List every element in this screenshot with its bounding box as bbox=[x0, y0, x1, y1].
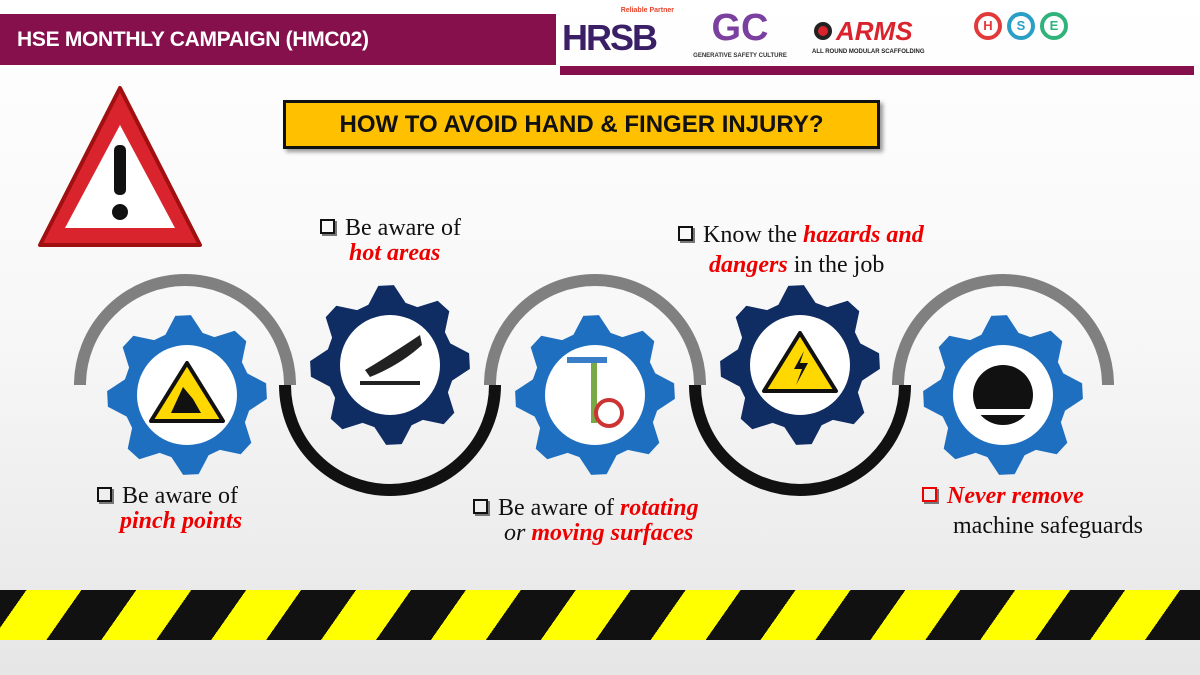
black-arc bbox=[689, 384, 911, 496]
pinch-point-warning-icon bbox=[149, 361, 225, 423]
checkbox-icon bbox=[678, 226, 693, 241]
tip-emphasis: dangers bbox=[709, 252, 788, 278]
scaffold-wheel-icon bbox=[814, 22, 832, 40]
campaign-header: HSE MONTHLY CAMPAIGN (HMC02) bbox=[0, 14, 556, 65]
tip-text: in the job bbox=[793, 252, 885, 278]
arms-logo: ARMS ALL ROUND MODULAR SCAFFOLDING bbox=[812, 16, 952, 56]
tip-hot-areas: Be aware of hot areas bbox=[320, 216, 461, 266]
tip-emphasis: Never remove bbox=[947, 483, 1084, 509]
tip-text: Be aware of bbox=[498, 495, 614, 521]
gsc-wordmark: GC bbox=[711, 7, 769, 49]
black-arc bbox=[279, 384, 501, 496]
tip-rotating-surfaces: Be aware of rotating or moving surfaces bbox=[473, 496, 699, 546]
gray-arc bbox=[74, 274, 296, 386]
gray-arc bbox=[892, 274, 1114, 386]
tip-text: or bbox=[504, 520, 526, 546]
hrsb-wordmark: HRSB bbox=[562, 17, 658, 58]
gear-4 bbox=[720, 285, 880, 445]
tip-text: Be aware of bbox=[122, 483, 238, 509]
checkbox-icon bbox=[922, 487, 937, 502]
hse-badge-h: H bbox=[974, 12, 1002, 40]
saw-guard-icon bbox=[969, 365, 1037, 425]
tip-safeguards: Never remove machine safeguards bbox=[922, 481, 1143, 541]
gsc-logo: GC GENERATIVE SAFETY CULTURE bbox=[690, 6, 790, 60]
hse-badge-s: S bbox=[1007, 12, 1035, 40]
rotating-gears-icon bbox=[567, 357, 624, 428]
tip-hazards: Know the hazards and dangers in the job bbox=[678, 220, 924, 280]
tip-pinch-points: Be aware of pinch points bbox=[97, 484, 242, 534]
tip-emphasis: moving surfaces bbox=[531, 520, 694, 546]
tip-emphasis: hot areas bbox=[349, 240, 441, 266]
hot-surface-hand-icon bbox=[360, 335, 422, 385]
checkbox-icon bbox=[97, 487, 112, 502]
tip-emphasis: hazards and bbox=[802, 222, 924, 248]
gray-arc bbox=[484, 274, 706, 386]
checkbox-icon bbox=[473, 499, 488, 514]
header-bar bbox=[560, 66, 1194, 75]
electrical-hazard-icon bbox=[762, 331, 838, 393]
gear-2 bbox=[310, 285, 470, 445]
hrsb-tagline: Reliable Partner bbox=[620, 7, 674, 14]
hse-logo: H S E bbox=[972, 8, 1072, 63]
tip-emphasis: pinch points bbox=[120, 508, 243, 534]
tip-emphasis: rotating bbox=[619, 495, 699, 521]
hrsb-logo: Reliable Partner HRSB bbox=[562, 6, 674, 59]
gsc-tagline: GENERATIVE SAFETY CULTURE bbox=[693, 53, 787, 59]
tip-text: machine safeguards bbox=[953, 513, 1143, 539]
tip-text: Be aware of bbox=[345, 215, 461, 241]
checkbox-icon bbox=[320, 219, 335, 234]
gear-3 bbox=[515, 315, 675, 475]
gear-1 bbox=[107, 315, 267, 475]
hse-badge-e: E bbox=[1040, 12, 1068, 40]
gear-5 bbox=[923, 315, 1083, 475]
arms-tagline: ALL ROUND MODULAR SCAFFOLDING bbox=[812, 49, 925, 55]
page-title: HOW TO AVOID HAND & FINGER INJURY? bbox=[283, 100, 880, 149]
hazard-stripe-band bbox=[0, 590, 1200, 640]
tip-text: Know the bbox=[703, 222, 797, 248]
arms-wordmark: ARMS bbox=[836, 16, 913, 46]
